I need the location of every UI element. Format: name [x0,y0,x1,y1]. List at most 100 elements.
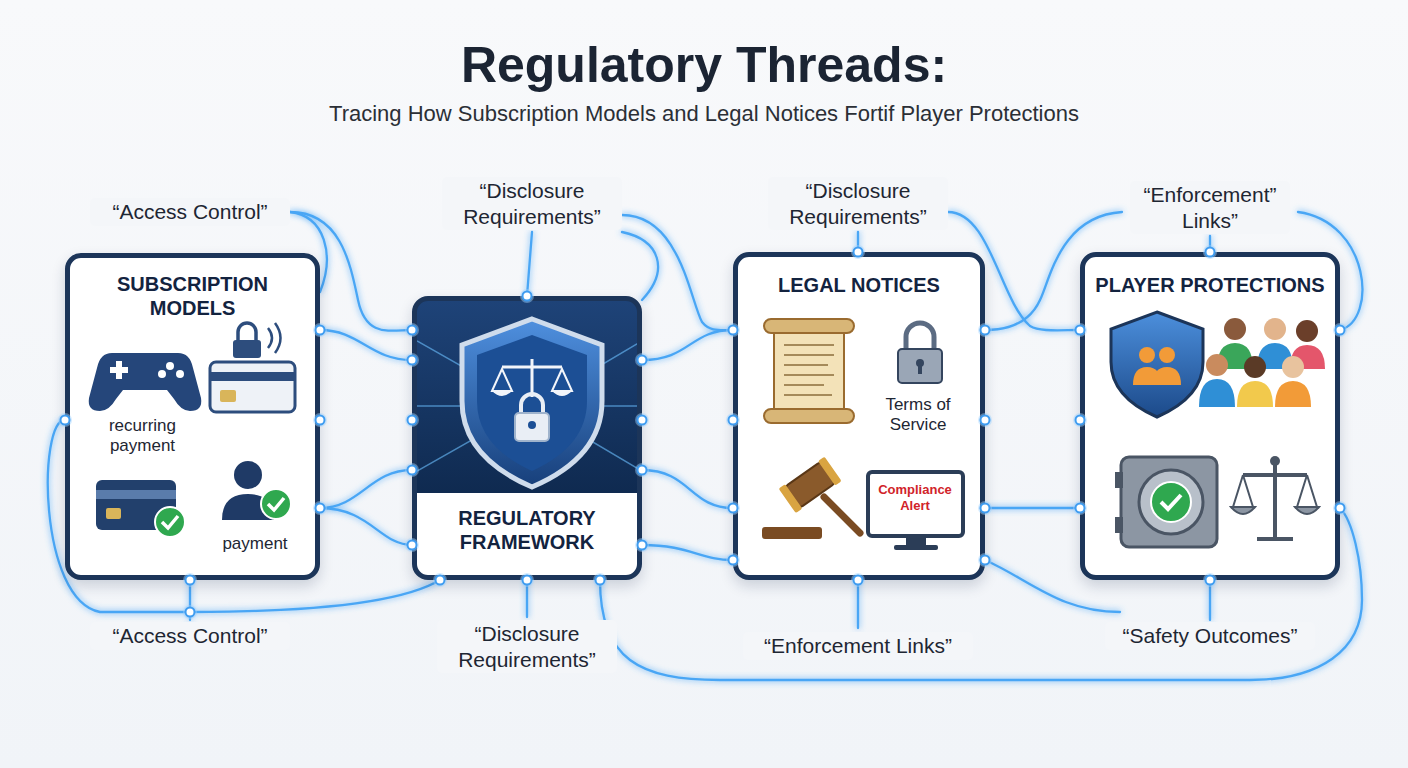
thread-label: “Enforcement” Links” [1130,181,1290,234]
icon-part [492,359,572,397]
diagram-subtitle: Tracing How Subscription Models and Lega… [0,101,1408,127]
icon-part [268,498,284,510]
icon-part [268,323,281,353]
diagram-title: Regulatory Threads: [0,36,1408,94]
icon-part [89,353,202,411]
thread-part [48,212,1363,680]
thread-label: “Disclosure Requirements” [768,177,948,230]
thread-label: “Access Control” [90,622,290,650]
thread-part [189,580,191,620]
icon-part [1237,381,1273,407]
icon-part [210,362,295,412]
icon-part [492,369,572,391]
icon-group [1085,257,1335,575]
icon-part [894,545,938,550]
icon-part [918,365,922,374]
icon-part [155,507,185,537]
icon-part [528,421,536,429]
box-text: Terms of Service [866,395,970,436]
thread-part [527,232,532,296]
box-heading: SUBSCRIPTION MODELS [90,272,295,320]
icon-part [1133,367,1181,385]
thread-label: “Safety Outcomes” [1105,622,1315,650]
thread-label: “Access Control” [90,198,290,226]
icon-part [1139,470,1203,534]
icon-part [779,484,803,513]
thread-part [642,545,733,560]
icon-part [1161,495,1181,509]
thread-part [642,470,733,508]
icon-part [1224,318,1246,340]
thread-part [190,580,440,612]
icon-part [764,409,854,423]
icon-part [1282,356,1304,378]
icon-part [158,370,166,378]
box-heading: LEGAL NOTICES [738,273,980,297]
icon-part [1270,456,1280,466]
icon-part [521,394,543,413]
thread-connector [642,419,733,422]
icon-part [1206,354,1228,376]
icon-part [1115,472,1123,488]
icon-part [234,461,262,489]
icon-part [116,361,122,379]
icon-part [784,345,834,395]
box-heading: REGULATORY FRAMEWORK [432,506,622,554]
icon-part [906,536,926,545]
icon-part [1115,517,1123,533]
box-text: recurring payment [80,416,205,457]
box-heading: PLAYER PROTECTIONS [1085,273,1335,297]
icon-part [1231,507,1319,514]
thread-part [985,507,1080,509]
icon-part [868,472,963,536]
icon-part [96,490,176,499]
thread-part [320,470,412,508]
icon-part [1275,381,1311,407]
icon-part [762,527,822,539]
icon-part [824,497,860,533]
icon-part [176,370,184,378]
icon-part [784,345,834,395]
thread-label: “Disclosure Requirements” [437,620,617,673]
icon-part [162,516,178,528]
icon-part [238,323,256,340]
thread-label: “Enforcement Links” [743,632,973,660]
box-text: Compliance Alert [872,482,958,513]
icon-part [774,327,844,415]
thread-part [1209,580,1211,620]
category-box: LEGAL NOTICES Terms of ServiceCompliance … [733,252,985,580]
icon-part [1199,379,1235,407]
icon-part [1233,475,1317,507]
icon-part [906,323,934,349]
icon-part [764,319,854,333]
box-text: payment [205,534,305,554]
category-box: SUBSCRIPTION MODELS recurring payment paym… [65,253,320,580]
icon-part [1139,347,1155,363]
icon-part [210,372,295,381]
icon-part [1296,320,1318,342]
thread-part [526,580,528,617]
thread-part [320,508,412,545]
icon-part [1233,463,1317,539]
thread-part [1209,236,1211,252]
icon-part [1243,463,1307,539]
icon-part [1111,312,1203,417]
icon-part [1121,457,1217,547]
thread-part [622,232,658,300]
thread-part [857,232,859,252]
junction-dot [186,608,195,617]
icon-part [1151,482,1191,522]
icon-part [1159,347,1175,363]
icon-part [477,335,587,471]
icon-part [166,362,174,370]
dot-glow [183,605,197,619]
icon-part [106,508,121,519]
icon-part [233,340,261,358]
icon-part [898,349,942,383]
thread-connector [320,419,412,422]
thread-part [642,330,733,360]
icon-part [1264,318,1286,340]
icon-part [1244,356,1266,378]
icon-part [220,390,236,402]
